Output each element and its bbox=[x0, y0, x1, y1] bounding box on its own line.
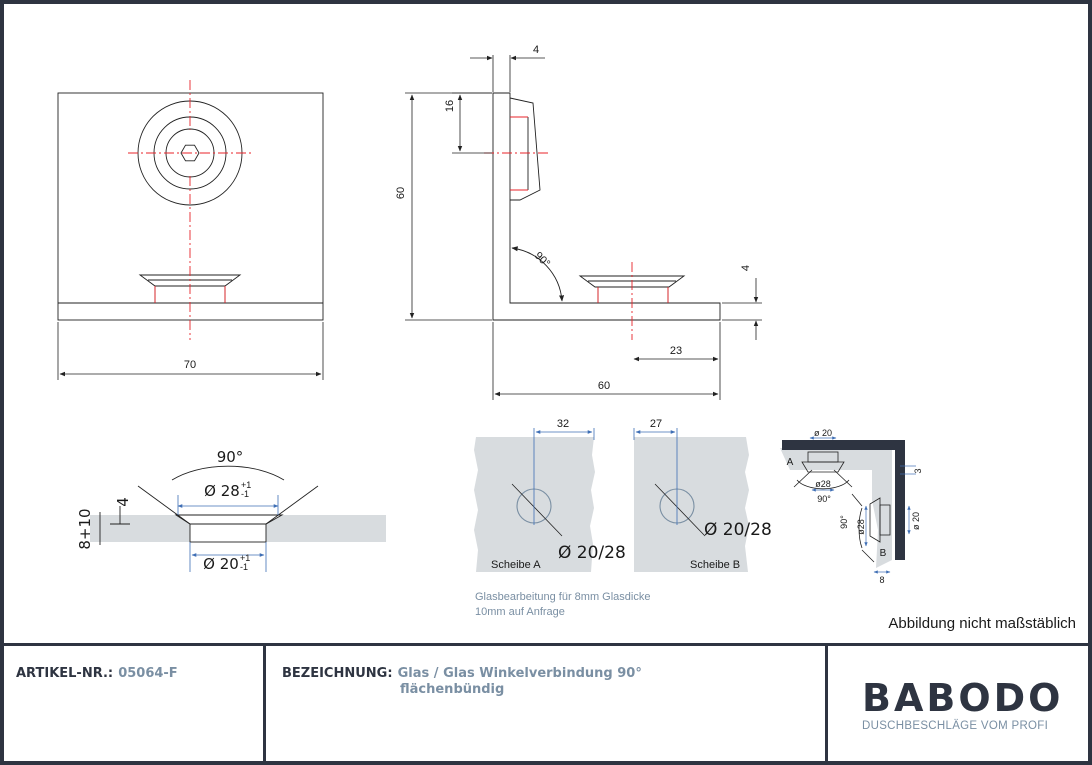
description-cell: BEZEICHNUNG: Glas / Glas Winkelverbindun… bbox=[266, 646, 828, 761]
assembly-offset: 8 bbox=[879, 575, 884, 585]
side-angle-label: 90° bbox=[532, 250, 552, 270]
assembly-view bbox=[780, 436, 916, 574]
technical-drawing: 70 bbox=[57, 44, 923, 585]
article-number: 05064-F bbox=[118, 666, 178, 681]
title-block: ARTIKEL-NR.: 05064-F BEZEICHNUNG: Glas /… bbox=[4, 643, 1088, 761]
assembly-dia-28-b: ø28 bbox=[856, 519, 866, 535]
countersink-detail bbox=[90, 465, 386, 572]
description-line1: Glas / Glas Winkelverbindung 90° bbox=[397, 666, 642, 681]
inner-tol-minus: -1 bbox=[240, 562, 248, 572]
screw-head-lower bbox=[578, 275, 686, 288]
brand-logo: BABODO bbox=[862, 676, 1064, 720]
countersink-inner-label: Ø 20 bbox=[203, 555, 239, 573]
assembly-label-b: B bbox=[880, 548, 887, 559]
glass-b-distance: 27 bbox=[650, 418, 662, 430]
scale-note: Abbildung nicht maßstäblich bbox=[888, 615, 1076, 632]
screw-head-upper bbox=[509, 97, 541, 201]
article-label: ARTIKEL-NR.: bbox=[16, 666, 114, 681]
glass-panel-b bbox=[633, 428, 749, 572]
description-label: BEZEICHNUNG: bbox=[282, 666, 393, 681]
brand-tagline: DUSCHBESCHLÄGE VOM PROFI bbox=[862, 720, 1049, 732]
front-center-lines bbox=[128, 80, 252, 340]
outer-tol-plus: +1 bbox=[241, 480, 251, 490]
countersink-outer-label: Ø 28 bbox=[204, 482, 240, 500]
assembly-dia-28-a: ø28 bbox=[815, 479, 831, 489]
angle-profile bbox=[492, 92, 721, 321]
side-thickness-label: 4 bbox=[533, 44, 539, 56]
countersink-depth-label: 4 bbox=[114, 497, 132, 507]
hole-offset-label: 16 bbox=[444, 100, 456, 112]
front-width-label: 70 bbox=[184, 359, 196, 371]
glass-b-hole: Ø 20/28 bbox=[704, 520, 772, 540]
angle-arc bbox=[511, 246, 565, 302]
foot-length-label: 60 bbox=[598, 380, 610, 392]
article-cell: ARTIKEL-NR.: 05064-F bbox=[4, 646, 266, 761]
glass-a-distance: 32 bbox=[557, 418, 569, 430]
glass-note-line1: Glasbearbeitung für 8mm Glasdicke bbox=[475, 591, 651, 603]
inner-tol-plus: +1 bbox=[240, 553, 250, 563]
glass-b-label: Scheibe B bbox=[690, 559, 740, 571]
brand-cell: BABODO DUSCHBESCHLÄGE VOM PROFI bbox=[828, 646, 1088, 761]
side-height-label: 60 bbox=[395, 187, 407, 199]
foot-thickness-label: 4 bbox=[740, 265, 752, 271]
description-line2: flächenbündig bbox=[400, 682, 505, 697]
front-view bbox=[57, 92, 324, 321]
outer-tol-minus: -1 bbox=[241, 489, 249, 499]
assembly-gap: 3 bbox=[913, 468, 923, 473]
side-dimensions bbox=[405, 55, 762, 400]
assembly-dia-20-b: ø 20 bbox=[911, 512, 921, 530]
countersink-angle-label: 90° bbox=[217, 448, 244, 466]
glass-a-label: Scheibe A bbox=[491, 559, 541, 571]
assembly-label-a: A bbox=[787, 457, 794, 468]
assembly-top-dia: ø 20 bbox=[814, 428, 832, 438]
glass-processing-note: Glasbearbeitung für 8mm Glasdicke 10mm a… bbox=[475, 590, 650, 620]
plate-outline bbox=[57, 92, 324, 321]
glass-a-hole: Ø 20/28 bbox=[558, 543, 626, 563]
glass-right bbox=[266, 515, 386, 542]
glass-note-line2: 10mm auf Anfrage bbox=[475, 606, 565, 618]
glass-left bbox=[90, 515, 190, 542]
glass-thickness-label: 8+10 bbox=[76, 508, 94, 549]
side-view bbox=[492, 92, 721, 321]
hex-socket bbox=[180, 144, 200, 162]
front-width-dimension bbox=[57, 322, 324, 380]
assembly-angle-b: 90° bbox=[839, 515, 849, 529]
side-center-lines bbox=[484, 116, 669, 340]
assembly-angle: 90° bbox=[817, 494, 831, 504]
glass-panel-a bbox=[474, 428, 595, 572]
hole-distance-label: 23 bbox=[670, 345, 682, 357]
